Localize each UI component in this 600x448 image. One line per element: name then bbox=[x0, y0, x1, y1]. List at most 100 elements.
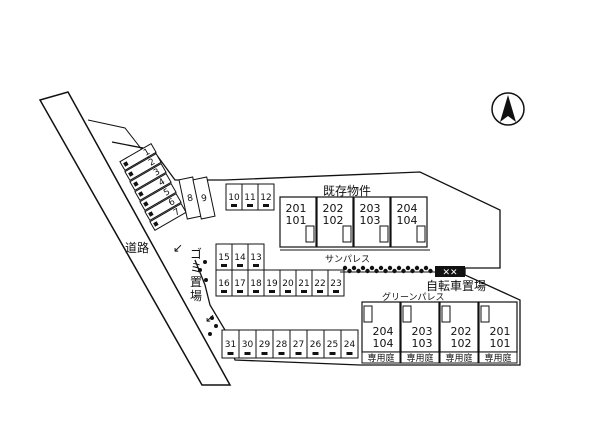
unit-upper: 202 bbox=[451, 325, 472, 338]
parking-space: 26 bbox=[306, 329, 325, 359]
parking-number: 29 bbox=[259, 340, 271, 350]
parking-space: 12 bbox=[257, 183, 275, 211]
unit-lower: 101 bbox=[490, 337, 511, 350]
parking-number: 28 bbox=[276, 340, 288, 350]
unit-lower: 101 bbox=[286, 214, 307, 227]
parking-space: 25 bbox=[323, 329, 342, 359]
parking-space: 18 bbox=[247, 269, 265, 297]
bicycle-label: 自転車置場 bbox=[426, 279, 486, 293]
shrub-row: ✕✕ bbox=[340, 265, 465, 278]
unit-lower: 104 bbox=[397, 214, 418, 227]
garbage-area bbox=[198, 260, 218, 336]
unit-upper: 202 bbox=[323, 202, 344, 215]
unit-lower: 102 bbox=[323, 214, 344, 227]
parking-number: 10 bbox=[228, 193, 240, 203]
parking-number: 1 bbox=[142, 147, 152, 159]
svg-text:✕✕: ✕✕ bbox=[442, 268, 457, 278]
parking-number: 4 bbox=[157, 177, 167, 189]
parking-space: 16 bbox=[215, 269, 233, 297]
unit-upper: 203 bbox=[412, 325, 433, 338]
unit-upper: 204 bbox=[373, 325, 394, 338]
parking-space: 21 bbox=[295, 269, 313, 297]
sunpalace-label: サンパレス bbox=[325, 254, 370, 265]
parking-number: 16 bbox=[218, 279, 230, 289]
parking-space: 9 bbox=[192, 176, 216, 220]
parking-number: 30 bbox=[242, 340, 254, 350]
parking-number: 23 bbox=[330, 279, 341, 289]
parking-number: 15 bbox=[218, 253, 229, 263]
garden-label: 専用庭 bbox=[367, 352, 394, 364]
parking-number: 2 bbox=[147, 157, 157, 169]
unit-upper: 204 bbox=[397, 202, 418, 215]
unit-upper: 203 bbox=[360, 202, 381, 215]
unit-lower: 104 bbox=[373, 337, 394, 350]
parking-space: 31 bbox=[221, 329, 240, 359]
parking-number: 14 bbox=[234, 253, 246, 263]
parking-space: 29 bbox=[255, 329, 274, 359]
parking-number: 3 bbox=[152, 167, 162, 179]
garden-label: 専用庭 bbox=[445, 352, 472, 364]
parking-space: 23 bbox=[327, 269, 345, 297]
parking-number: 13 bbox=[250, 253, 261, 263]
parking-space: 2 bbox=[124, 152, 162, 182]
parking-space: 28 bbox=[272, 329, 291, 359]
parking-space: 24 bbox=[340, 329, 359, 359]
parking-number: 19 bbox=[266, 279, 278, 289]
garbage-label: ゴミ置場 bbox=[190, 246, 202, 303]
parking-space: 4 bbox=[134, 172, 172, 202]
parking-number: 18 bbox=[250, 279, 262, 289]
parking-space: 20 bbox=[279, 269, 297, 297]
parking-space: 10 bbox=[225, 183, 243, 211]
parking-number: 12 bbox=[260, 193, 271, 203]
unit-lower: 103 bbox=[412, 337, 433, 350]
parking-space: 27 bbox=[289, 329, 308, 359]
greenpalace-label: グリーンパレス bbox=[382, 291, 445, 303]
parking-number: 24 bbox=[344, 340, 356, 350]
svg-text:ゴミ置場: ゴミ置場 bbox=[190, 246, 202, 303]
parking-number: 7 bbox=[172, 207, 182, 219]
garden-label: 専用庭 bbox=[484, 352, 511, 364]
parking-space: 30 bbox=[238, 329, 257, 359]
parking-space: 19 bbox=[263, 269, 281, 297]
existing-label: 既存物件 bbox=[323, 184, 371, 198]
parking-number: 22 bbox=[314, 279, 325, 289]
parking-number: 5 bbox=[162, 187, 172, 199]
parking-space: 11 bbox=[241, 183, 259, 211]
parking-number: 31 bbox=[225, 340, 236, 350]
parking-row-10-12: 10 11 12 bbox=[225, 183, 275, 211]
parking-space: 5 bbox=[139, 182, 177, 212]
parking-space: 22 bbox=[311, 269, 329, 297]
road-label: 道路 bbox=[125, 240, 149, 255]
unit-upper: 201 bbox=[286, 202, 307, 215]
parking-number: 21 bbox=[298, 279, 309, 289]
parking-number: 26 bbox=[310, 340, 322, 350]
parking-space: 3 bbox=[129, 162, 167, 192]
parking-row-13-15: 15 14 13 bbox=[215, 243, 265, 271]
parking-space: 13 bbox=[247, 243, 265, 271]
unit-upper: 201 bbox=[490, 325, 511, 338]
parking-number: 8 bbox=[186, 193, 194, 204]
unit-lower: 102 bbox=[451, 337, 472, 350]
parking-number: 11 bbox=[244, 193, 255, 203]
parking-number: 17 bbox=[234, 279, 245, 289]
parking-space: 17 bbox=[231, 269, 249, 297]
parking-space: 14 bbox=[231, 243, 249, 271]
parking-number: 25 bbox=[327, 340, 338, 350]
parking-space: 6 bbox=[144, 192, 182, 222]
parking-number: 6 bbox=[167, 197, 177, 209]
parking-space: 15 bbox=[215, 243, 233, 271]
garden-label: 専用庭 bbox=[406, 352, 433, 364]
parking-number: 9 bbox=[200, 193, 208, 204]
parking-space: 1 bbox=[119, 142, 157, 172]
